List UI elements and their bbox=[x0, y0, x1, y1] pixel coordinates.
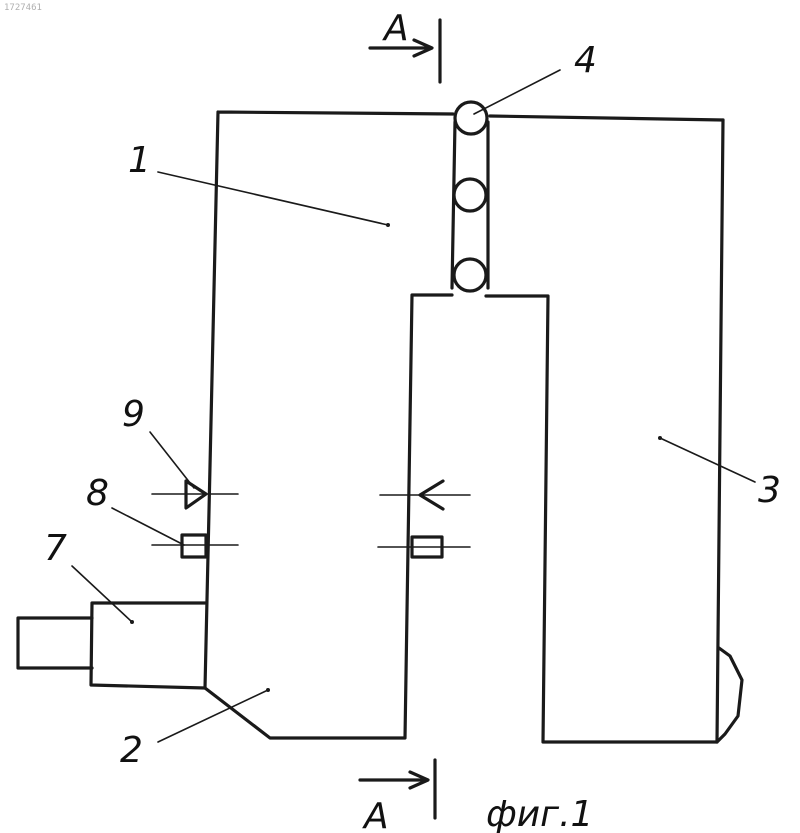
stud-8-left bbox=[182, 535, 206, 557]
leader-9 bbox=[150, 432, 194, 488]
leader-dot-3 bbox=[658, 436, 662, 440]
roller-middle bbox=[454, 179, 486, 211]
section-marker-bottom: A bbox=[360, 760, 435, 833]
right-bump bbox=[717, 648, 742, 742]
body-top-right-edge bbox=[490, 116, 723, 120]
section-label-top: A bbox=[382, 8, 409, 49]
leader-7 bbox=[72, 566, 132, 622]
section-label-bottom: A bbox=[362, 796, 389, 833]
label-part-7: 7 bbox=[44, 528, 67, 569]
leader-dot-1 bbox=[386, 223, 390, 227]
figure-caption: фиг.1 bbox=[486, 794, 593, 833]
section-marker-top: A bbox=[370, 8, 440, 82]
leader-dot-2 bbox=[266, 688, 270, 692]
corner-mark: 1727461 bbox=[4, 3, 42, 13]
roller-bottom bbox=[454, 259, 486, 291]
label-part-1: 1 bbox=[128, 140, 151, 181]
roller-top bbox=[455, 102, 487, 134]
label-part-8: 8 bbox=[86, 473, 109, 514]
body-right-part bbox=[486, 120, 723, 742]
label-part-9: 9 bbox=[122, 394, 145, 435]
drive-unit-7 bbox=[18, 603, 205, 688]
leader-dot-7 bbox=[130, 620, 134, 624]
roller-chain bbox=[452, 102, 488, 291]
label-part-4: 4 bbox=[574, 40, 597, 81]
leader-1 bbox=[158, 172, 388, 225]
label-part-3: 3 bbox=[758, 470, 781, 511]
body-left-part bbox=[205, 112, 453, 738]
leader-8 bbox=[112, 508, 184, 545]
leader-4 bbox=[474, 70, 560, 114]
leader-3 bbox=[660, 438, 755, 482]
leader-2 bbox=[158, 690, 268, 742]
label-part-2: 2 bbox=[120, 730, 143, 771]
